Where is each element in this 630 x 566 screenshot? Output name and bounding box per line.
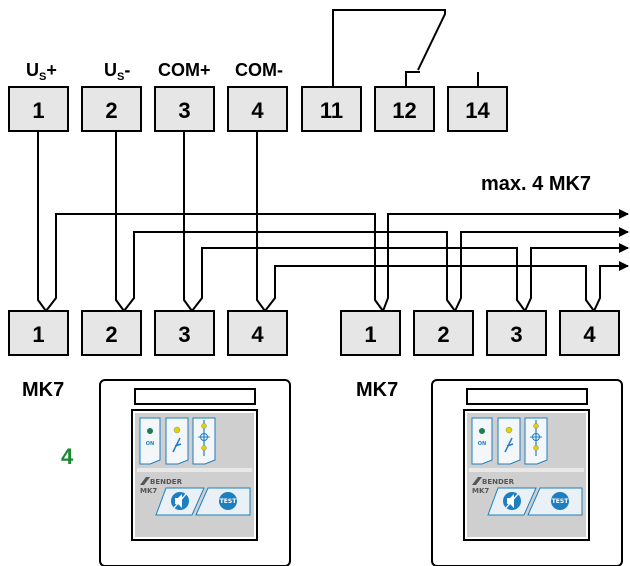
led-on-indicator: ON	[139, 417, 161, 465]
module-a-title: MK7	[22, 379, 64, 401]
test-label: TEST	[552, 498, 570, 505]
module-b-title: MK7	[356, 379, 398, 401]
module-a-panel: ON BENDER MK7	[99, 379, 291, 566]
terminal-number: 4	[583, 322, 596, 347]
svg-text:BENDER: BENDER	[150, 478, 183, 486]
terminal-number: 2	[105, 98, 117, 123]
module-a-terminal-2: 2	[81, 310, 142, 356]
top-terminal-1: 1	[8, 86, 69, 132]
wires-module-a-to-module-b	[45, 213, 595, 312]
wires-bus-continuation	[382, 209, 629, 312]
terminal-number: 1	[32, 98, 44, 123]
fault-icon	[504, 437, 514, 453]
status-indicator	[192, 417, 216, 465]
terminal-number: 4	[251, 322, 264, 347]
mute-button[interactable]	[487, 487, 537, 516]
relay-terminal-11: 11	[301, 86, 362, 132]
terminal-number: 14	[465, 98, 490, 123]
relay-contact	[332, 9, 479, 87]
test-label: TEST	[220, 498, 238, 505]
brand-logo: BENDER MK7	[472, 477, 515, 495]
terminal-label-us-minus: US-	[104, 60, 130, 83]
bus-capacity-label: max. 4 MK7	[481, 173, 591, 195]
module-a-terminal-3: 3	[154, 310, 215, 356]
top-terminal-4: 4	[227, 86, 288, 132]
terminal-label-com-plus: COM+	[158, 60, 211, 80]
mute-button[interactable]	[155, 487, 205, 516]
terminal-number: 11	[320, 98, 343, 123]
terminal-number: 3	[178, 98, 190, 123]
mute-icon	[173, 493, 187, 509]
terminal-number: 2	[437, 322, 449, 347]
terminal-number: 3	[178, 322, 190, 347]
module-b-terminal-4: 4	[559, 310, 620, 356]
module-b-panel: ON BENDER MK7	[431, 379, 623, 566]
mute-icon	[505, 493, 519, 509]
on-label: ON	[146, 441, 154, 447]
status-icon	[530, 433, 542, 441]
terminal-label-com-minus: COM-	[235, 60, 283, 80]
wires-top-to-module-a	[37, 131, 266, 312]
terminal-label-us-plus: US+	[26, 60, 57, 83]
terminal-number: 1	[364, 322, 376, 347]
fault-indicator	[165, 417, 189, 465]
brand-logo: BENDER MK7	[140, 477, 183, 495]
status-indicator	[524, 417, 548, 465]
svg-text:MK7: MK7	[140, 487, 157, 495]
top-terminal-3: 3	[154, 86, 215, 132]
terminal-number: 1	[32, 322, 44, 347]
module-a-terminal-4: 4	[227, 310, 288, 356]
label-strip	[466, 388, 588, 405]
terminal-number: 4	[251, 98, 264, 123]
test-button[interactable]: TEST	[527, 487, 583, 516]
svg-text:BENDER: BENDER	[482, 478, 515, 486]
status-icon	[198, 433, 210, 441]
fault-indicator	[497, 417, 521, 465]
test-button[interactable]: TEST	[195, 487, 251, 516]
module-a-terminal-1: 1	[8, 310, 69, 356]
on-label: ON	[478, 441, 486, 447]
terminal-number: 3	[510, 322, 522, 347]
top-terminal-2: 2	[81, 86, 142, 132]
led-on-indicator: ON	[471, 417, 493, 465]
relay-terminal-12: 12	[374, 86, 435, 132]
terminal-number: 12	[392, 98, 416, 123]
module-b-terminal-3: 3	[486, 310, 547, 356]
svg-text:MK7: MK7	[472, 487, 489, 495]
module-count: 4	[61, 444, 74, 469]
fault-icon	[172, 437, 182, 453]
label-strip	[134, 388, 256, 405]
module-b-terminal-2: 2	[413, 310, 474, 356]
module-b-terminal-1: 1	[340, 310, 401, 356]
terminal-number: 2	[105, 322, 117, 347]
relay-terminal-14: 14	[447, 86, 508, 132]
